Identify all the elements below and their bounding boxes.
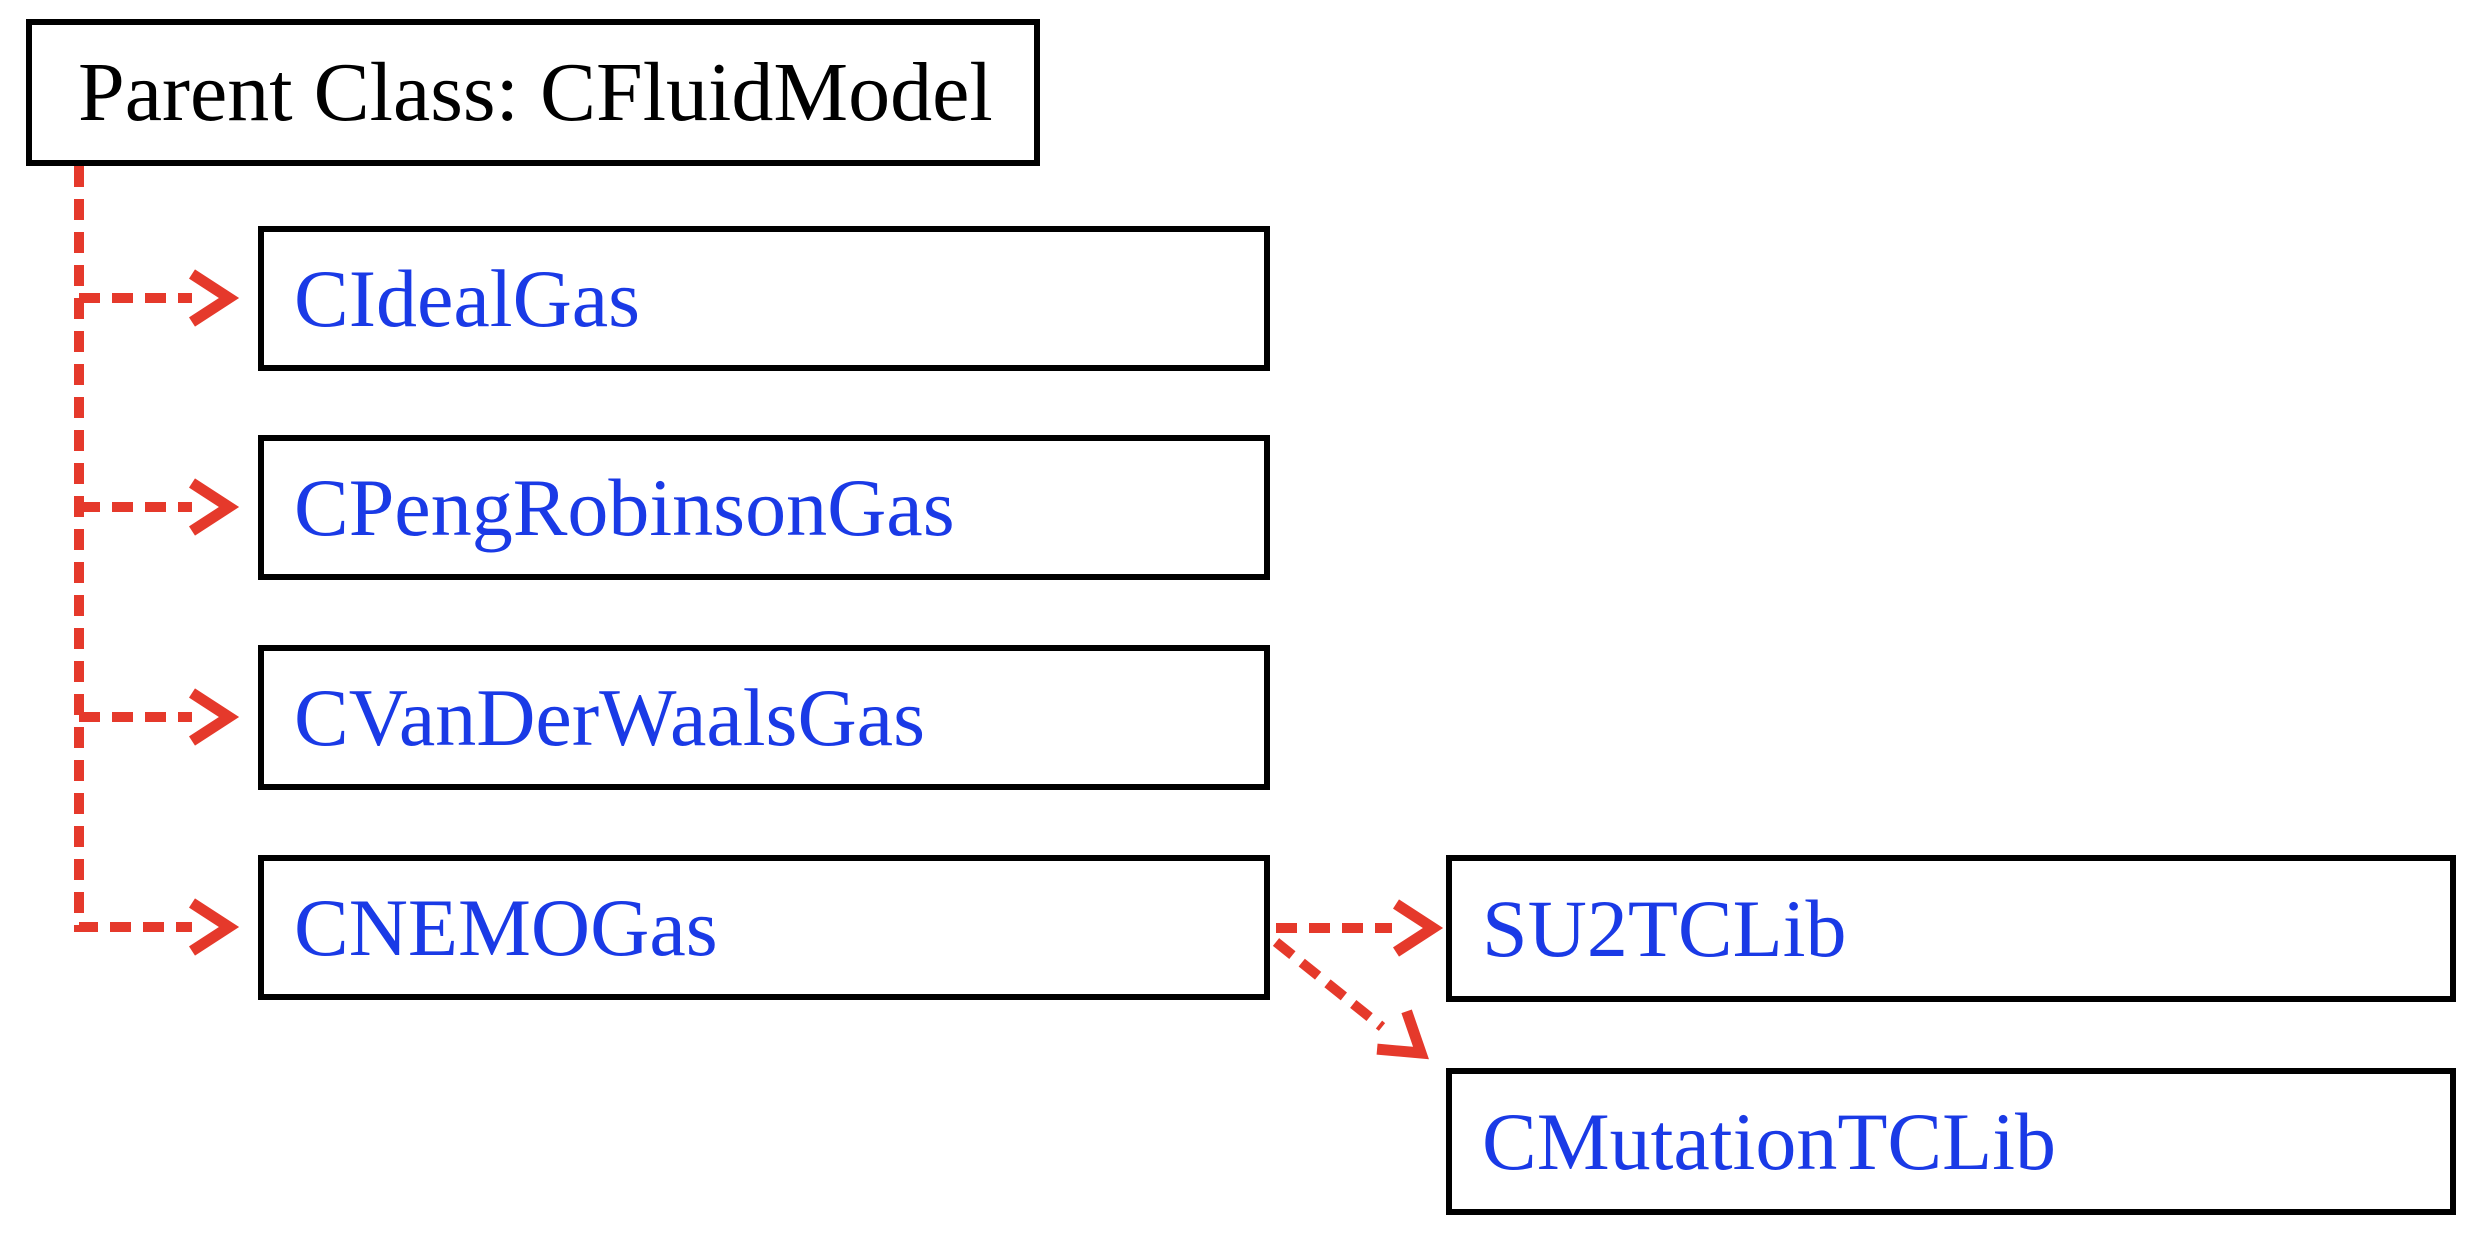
class-box-cnemogas: CNEMOGas: [258, 855, 1270, 1000]
arrow-cnemogas-to-cmutationtclib: [1272, 938, 1386, 1031]
library-label-cmutationtclib: CMutationTCLib: [1482, 1095, 2056, 1187]
arrowhead-cvanderwaalsgas: [189, 688, 240, 746]
parent-class-box: Parent Class: CFluidModel: [26, 19, 1040, 166]
class-label-cnemogas: CNEMOGas: [294, 881, 718, 973]
class-label-cidealgas: CIdealGas: [294, 252, 641, 344]
arrow-trunk-parent-to-children: [74, 166, 192, 932]
arrowhead-su2tclib: [1393, 899, 1444, 957]
class-box-cidealgas: CIdealGas: [258, 226, 1270, 371]
library-box-su2tclib: SU2TCLib: [1446, 855, 2456, 1002]
class-label-cvanderwaalsgas: CVanDerWaalsGas: [294, 671, 925, 763]
library-label-su2tclib: SU2TCLib: [1482, 882, 1847, 974]
arrowhead-cpengrobinsongas: [189, 478, 240, 536]
class-box-cvanderwaalsgas: CVanDerWaalsGas: [258, 645, 1270, 790]
library-box-cmutationtclib: CMutationTCLib: [1446, 1068, 2456, 1215]
arrowhead-cmutationtclib: [1376, 1009, 1429, 1060]
arrowhead-cidealgas: [189, 269, 240, 327]
parent-class-label: Parent Class: CFluidModel: [78, 46, 993, 139]
class-box-cpengrobinsongas: CPengRobinsonGas: [258, 435, 1270, 580]
arrowhead-cnemogas: [189, 898, 240, 956]
class-label-cpengrobinsongas: CPengRobinsonGas: [294, 461, 955, 553]
